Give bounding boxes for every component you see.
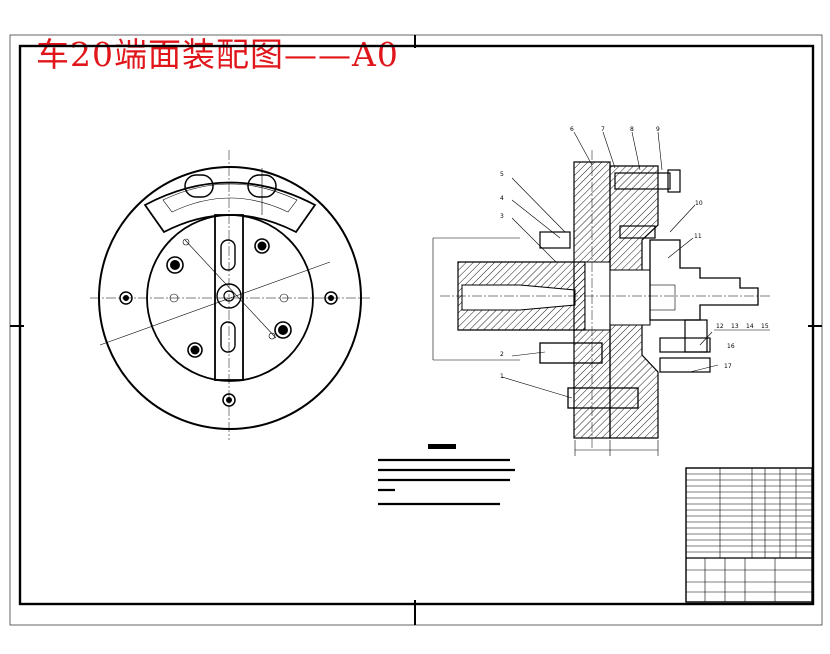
part-balloons: 1 2 3 4 5 6 7 8 9 10 11 12 13 14 15 16 1…: [500, 126, 769, 380]
balloon-14: 14: [746, 323, 754, 330]
balloon-4: 4: [500, 195, 504, 202]
balloon-16: 16: [727, 343, 735, 350]
balloon-15: 15: [761, 323, 769, 330]
balloon-1: 1: [500, 373, 504, 380]
sheet-frame: [9, 34, 823, 626]
balloon-8: 8: [630, 126, 634, 133]
balloon-5: 5: [500, 171, 504, 178]
balloon-6: 6: [570, 126, 574, 133]
balloon-9: 9: [656, 126, 660, 133]
balloon-3: 3: [500, 213, 504, 220]
balloon-2: 2: [500, 351, 504, 358]
balloon-13: 13: [731, 323, 739, 330]
front-view: [90, 150, 370, 440]
drawing-title: 车20端面装配图——A0: [36, 35, 399, 74]
balloon-7: 7: [601, 126, 605, 133]
balloon-10: 10: [695, 200, 703, 207]
balloon-11: 11: [694, 233, 702, 240]
balloon-17: 17: [724, 363, 732, 370]
title-block: [685, 467, 813, 603]
balloon-12: 12: [716, 323, 724, 330]
technical-notes: [378, 444, 515, 506]
section-view: [432, 131, 770, 456]
